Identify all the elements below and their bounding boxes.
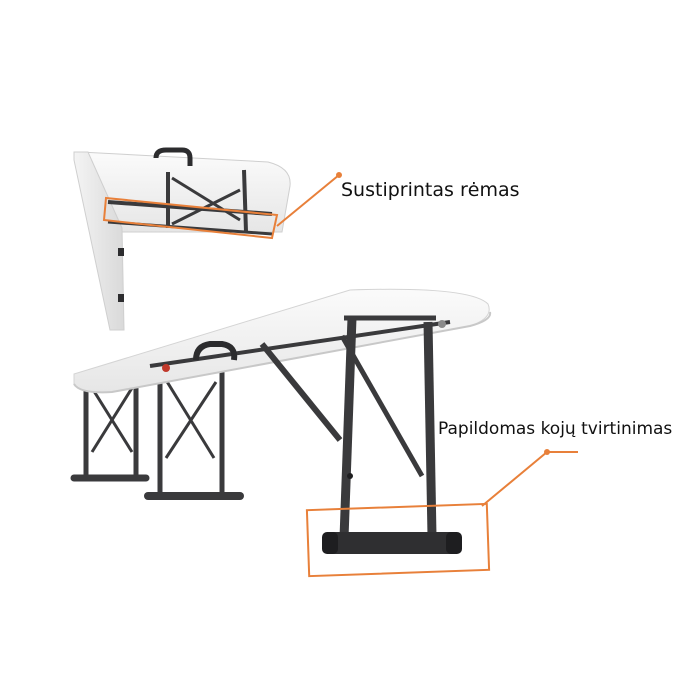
folded-bench-flap (73, 151, 125, 331)
bench-foot-bar (322, 532, 462, 554)
frame-callout-label: Sustiprintas rėmas (341, 179, 520, 201)
legs-callout-label: Papildomas kojų tvirtinimas (438, 419, 673, 439)
folded-bench (73, 147, 291, 331)
frame-callout-box (102, 196, 279, 240)
bench-handle-icon (193, 341, 238, 361)
frame-callout-pointer (276, 172, 342, 227)
legs-callout-box (305, 502, 491, 578)
bench-legs-front (339, 315, 437, 539)
legs-callout-pointer (481, 449, 578, 507)
handle-icon (153, 147, 193, 166)
bench-legs-left (70, 372, 150, 482)
bench-legs-middle (144, 366, 244, 500)
open-bench (70, 288, 492, 578)
